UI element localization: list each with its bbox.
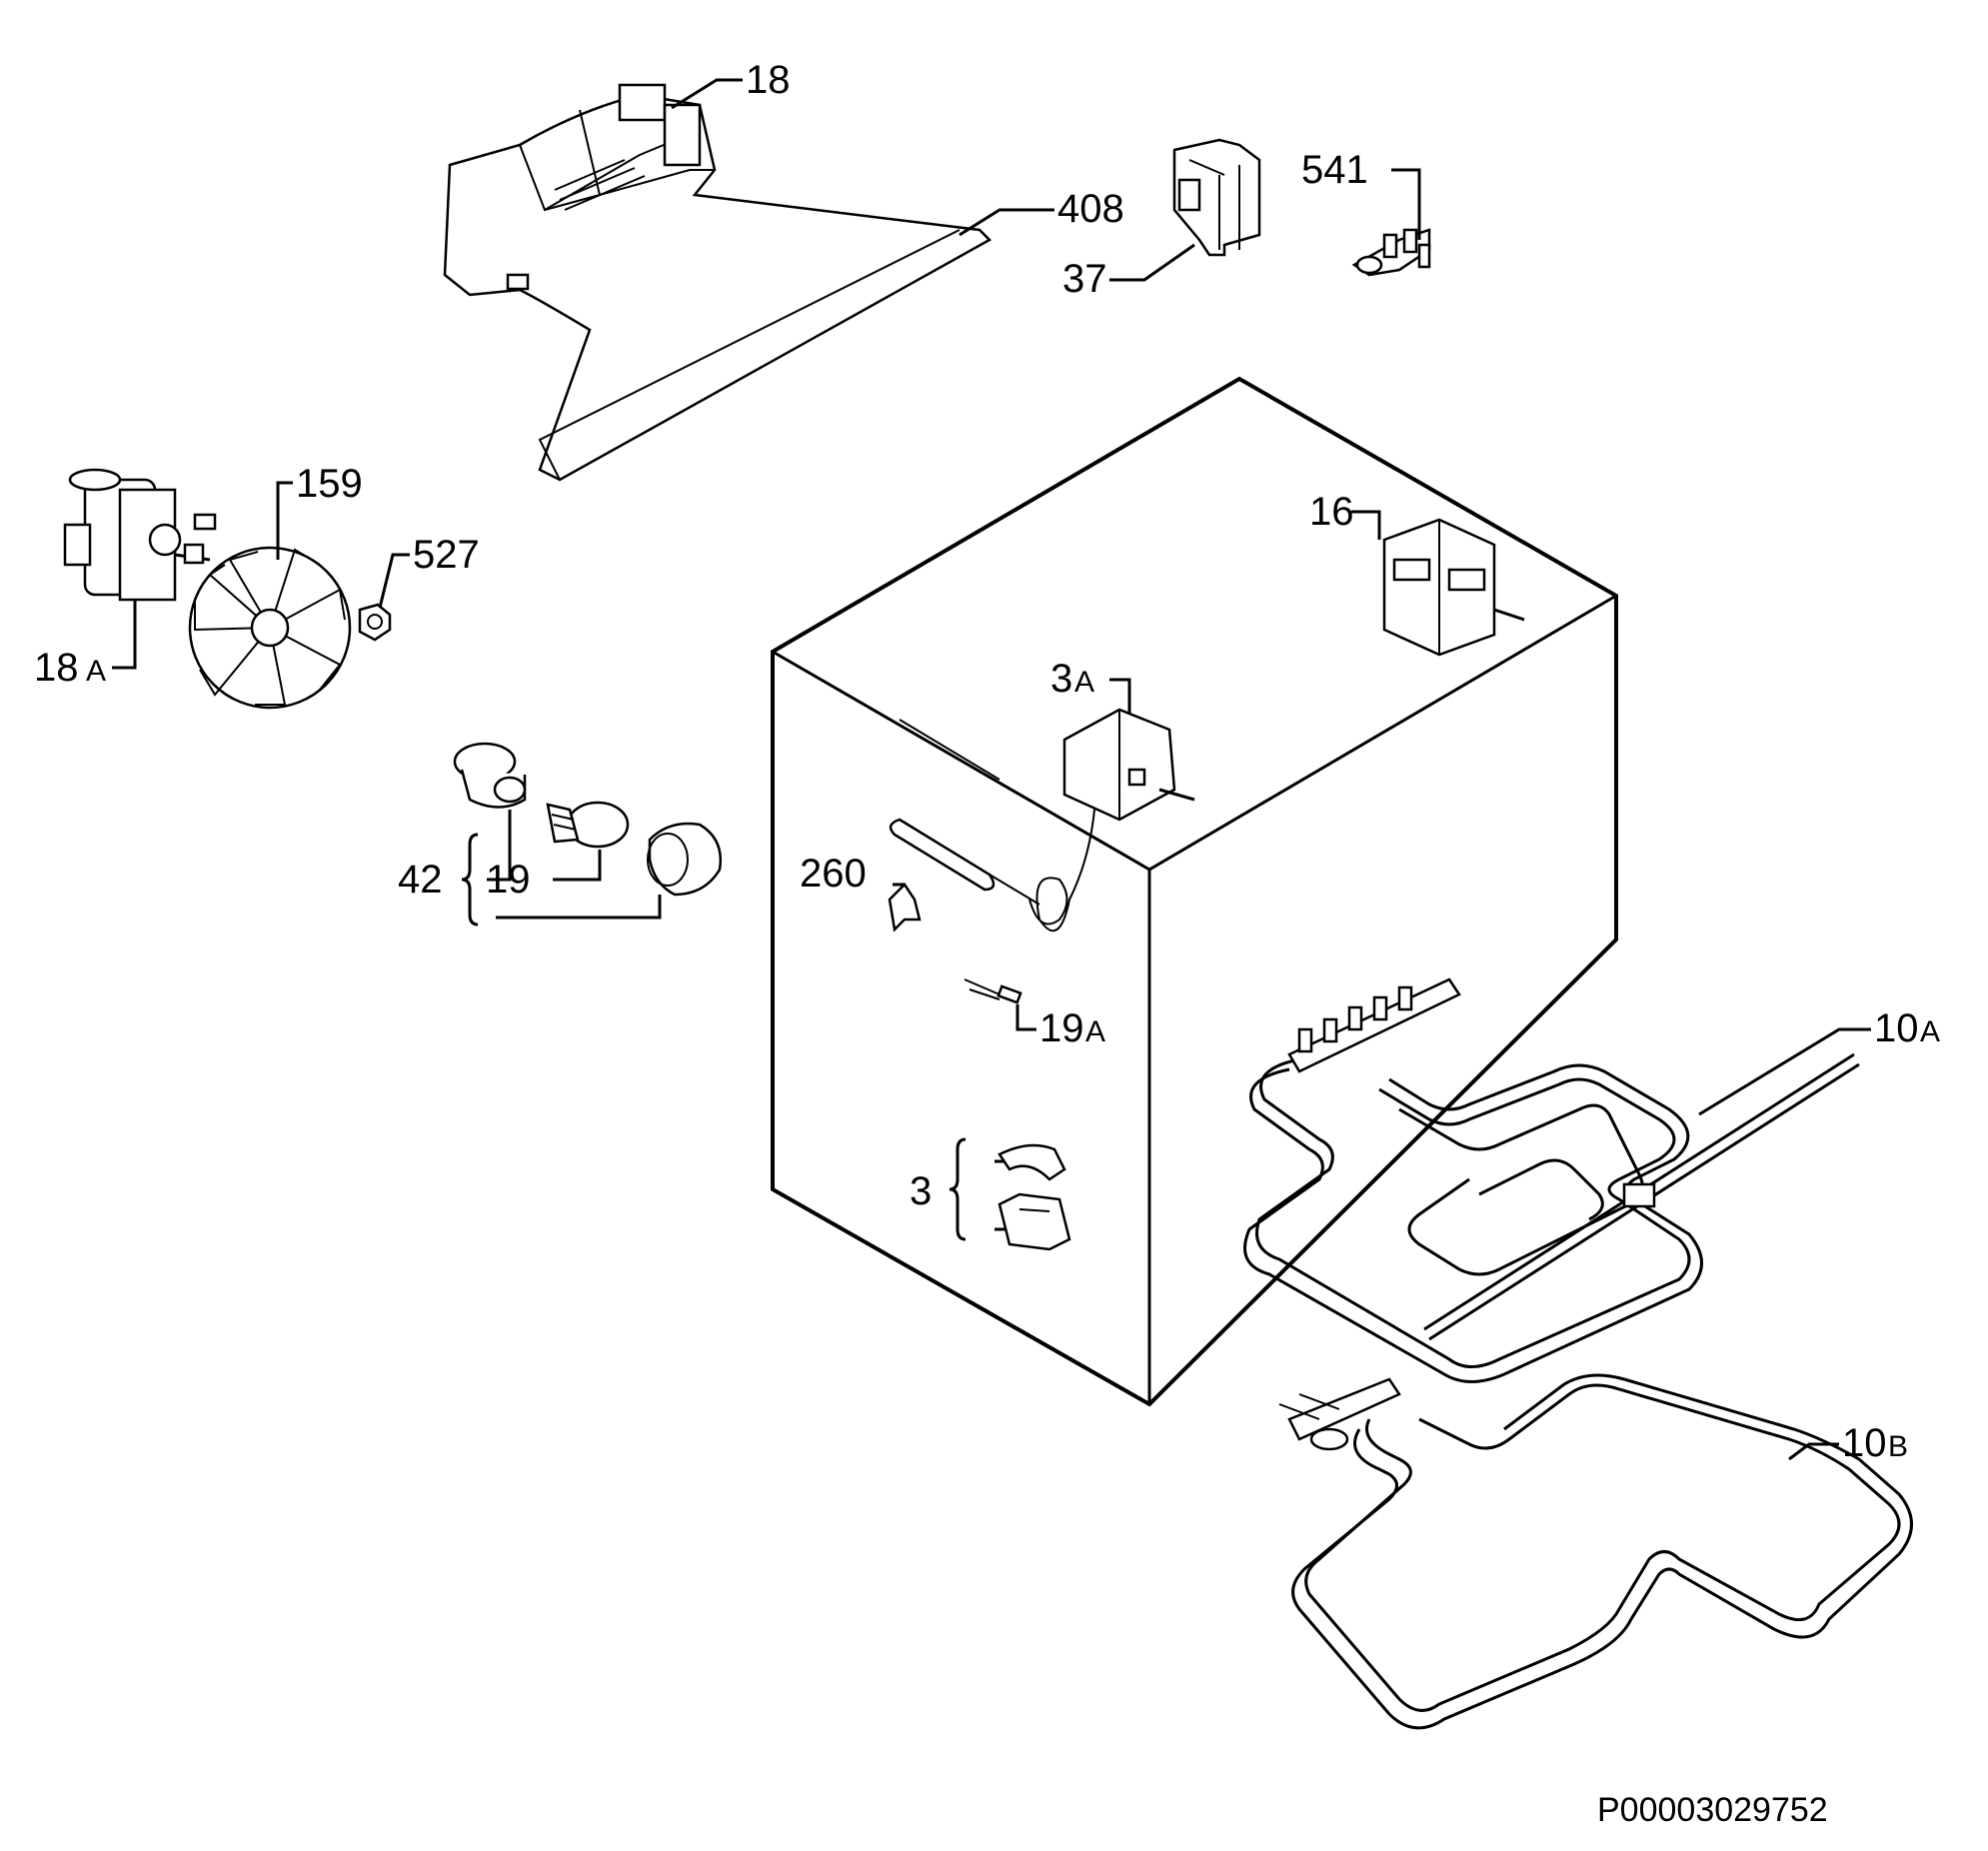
thermostat-part — [889, 708, 1195, 932]
bracket-braces — [461, 833, 967, 1241]
svg-text:B: B — [1888, 1430, 1908, 1463]
label-408: 408 — [1057, 187, 1124, 231]
label-10a: 10 A — [1874, 1006, 1940, 1050]
svg-text:10: 10 — [1842, 1421, 1887, 1465]
fan-nut-part — [358, 603, 392, 642]
wire-lead-part — [964, 978, 1022, 1004]
label-37: 37 — [1062, 257, 1107, 301]
svg-text:19: 19 — [1039, 1006, 1084, 1050]
label-159: 159 — [296, 462, 363, 506]
lamp-cover-part — [647, 822, 723, 897]
bottom-element-part — [1278, 1373, 1913, 1730]
svg-text:10: 10 — [1874, 1006, 1919, 1050]
lamp-holder-part — [453, 742, 527, 809]
label-3: 3 — [910, 1169, 932, 1213]
leader-lines — [112, 78, 1871, 1461]
svg-text:18: 18 — [34, 646, 79, 690]
svg-text:3: 3 — [1050, 657, 1072, 701]
terminal-block-part — [1351, 228, 1431, 277]
label-16: 16 — [1309, 490, 1354, 534]
label-10b: 10 B — [1842, 1421, 1908, 1465]
svg-text:A: A — [1085, 1015, 1105, 1048]
selector-switch-part — [1382, 518, 1525, 657]
svg-text:A: A — [86, 655, 106, 688]
diagram-code: P00003029752 — [1597, 1791, 1828, 1829]
label-19a: 19 A — [1039, 1006, 1105, 1050]
label-3a: 3 A — [1050, 657, 1094, 701]
label-19: 19 — [486, 858, 531, 902]
lamp-bulb-part — [546, 801, 630, 849]
thermostat-clip-part — [997, 1143, 1071, 1251]
label-260: 260 — [800, 852, 867, 896]
svg-text:A: A — [1920, 1015, 1940, 1048]
fan-blade-part — [188, 546, 352, 710]
grill-element-part — [1243, 977, 1860, 1383]
fan-motor-part — [63, 468, 217, 602]
label-527: 527 — [413, 533, 480, 577]
switch-part — [1172, 138, 1261, 257]
label-541: 541 — [1301, 148, 1368, 192]
svg-text:A: A — [1074, 666, 1094, 699]
label-42: 42 — [398, 858, 443, 902]
callout-labels: 18 408 37 541 159 527 18 A 16 3 A 42 19 … — [34, 58, 1940, 1465]
label-18a: 18 A — [34, 646, 106, 690]
label-18: 18 — [746, 58, 791, 102]
fan-duct-part — [443, 83, 993, 482]
